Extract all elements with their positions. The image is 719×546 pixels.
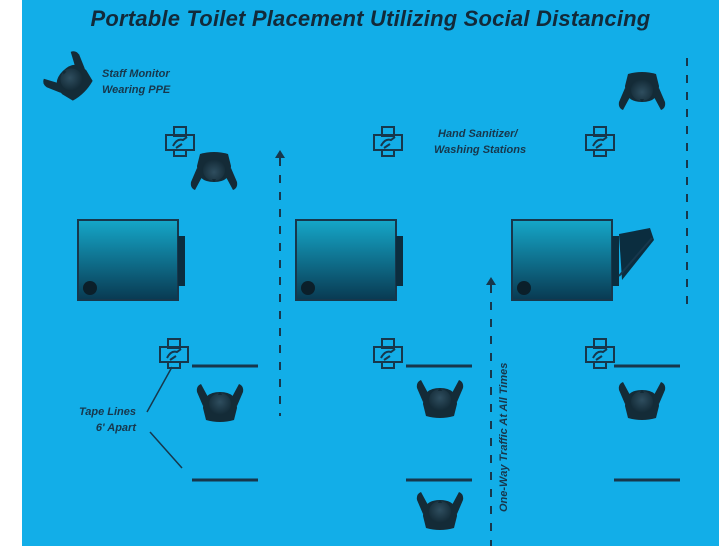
staff-monitor-person-icon xyxy=(40,48,101,109)
dashed-arrow-center xyxy=(486,277,496,546)
portable-toilet-icon xyxy=(77,219,186,301)
diagram-canvas: Portable Toilet Placement Utilizing Soci… xyxy=(22,0,719,546)
person-icon xyxy=(416,380,464,418)
tape-lines-line-1: Tape Lines xyxy=(78,406,136,418)
hand-sanitizer-icon xyxy=(585,338,615,369)
person-icon xyxy=(618,382,666,420)
hand-sanitizer-icon xyxy=(159,338,189,369)
hand-sanitizer-line-1: Hand Sanitizer/ xyxy=(438,128,518,140)
staff-monitor-line-1: Staff Monitor xyxy=(102,68,170,80)
tape-lines-line-2: 6' Apart xyxy=(95,422,136,434)
tape-callout-line xyxy=(149,431,183,469)
tape-lines-label: Tape Lines 6' Apart xyxy=(60,404,136,436)
hand-sanitizer-line-2: Washing Stations xyxy=(434,144,527,156)
tape-callout-line xyxy=(146,366,173,413)
staff-monitor-label: Staff Monitor Wearing PPE xyxy=(102,66,170,98)
placement-diagram xyxy=(40,48,688,546)
dashed-arrow-left xyxy=(275,150,285,416)
person-icon xyxy=(190,152,238,190)
open-door xyxy=(619,228,654,280)
hand-sanitizer-icon xyxy=(165,126,195,157)
staff-monitor-line-2: Wearing PPE xyxy=(102,84,171,96)
hand-sanitizer-label: Hand Sanitizer/ Washing Stations xyxy=(434,126,526,158)
person-icon xyxy=(618,72,666,110)
page-title: Portable Toilet Placement Utilizing Soci… xyxy=(90,6,651,31)
hand-sanitizer-icon xyxy=(373,338,403,369)
portable-toilet-icon xyxy=(511,219,620,301)
hand-sanitizer-icon xyxy=(585,126,615,157)
portable-toilet-icon xyxy=(295,219,404,301)
open-door-edge xyxy=(618,237,653,277)
person-icon xyxy=(416,492,464,530)
person-icon xyxy=(196,384,244,422)
hand-sanitizer-icon xyxy=(373,126,403,157)
